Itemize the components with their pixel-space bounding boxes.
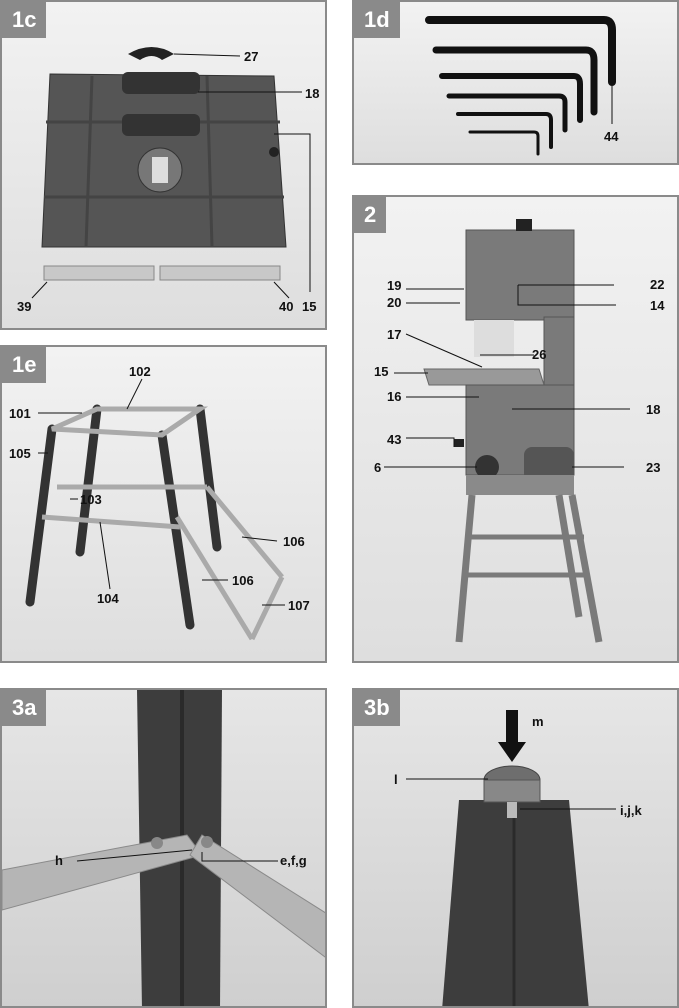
figure-1e: 1e 102 101 105 103 104 106 106 107 <box>0 345 327 663</box>
callout-102: 102 <box>129 364 151 379</box>
figure-1d: 1d 44 <box>352 0 679 165</box>
callout-h: h <box>55 853 63 868</box>
callout-15: 15 <box>302 299 317 314</box>
callout-23: 23 <box>646 460 661 475</box>
callout-18: 18 <box>646 402 661 417</box>
callout-14: 14 <box>650 298 665 313</box>
callout-20: 20 <box>387 295 402 310</box>
callout-103: 103 <box>80 492 102 507</box>
callout-107: 107 <box>288 598 310 613</box>
callout-101: 101 <box>9 406 31 421</box>
callout-6: 6 <box>374 460 382 475</box>
callout-27: 27 <box>244 49 259 64</box>
callout-22: 22 <box>650 277 665 292</box>
callout-ijk: i,j,k <box>620 803 642 818</box>
callout-l: l <box>394 772 398 787</box>
saw-table-illustration <box>31 47 311 299</box>
callout-m: m <box>532 714 544 729</box>
figure-1e-photo <box>2 347 325 661</box>
figure-tag: 3b <box>354 690 400 726</box>
figure-3a: 3a h e,f,g <box>0 688 327 1008</box>
leg-foot-illustration <box>406 710 616 1006</box>
callout-39: 39 <box>17 299 32 314</box>
callout-44: 44 <box>604 129 619 144</box>
leg-joint-illustration <box>2 690 325 1006</box>
callout-104: 104 <box>97 591 119 606</box>
figure-2: 2 19 20 22 14 17 <box>352 195 679 663</box>
callout-16: 16 <box>387 389 402 404</box>
callout-43: 43 <box>387 432 402 447</box>
callout-15: 15 <box>374 364 389 379</box>
callout-40: 40 <box>279 299 294 314</box>
figure-3b: 3b m l i,j,k <box>352 688 679 1008</box>
callout-efg: e,f,g <box>280 853 307 868</box>
callout-106-bottom: 106 <box>232 573 254 588</box>
figure-1c: 1c 27 18 15 39 40 <box>0 0 327 330</box>
hex-keys-illustration <box>425 16 616 156</box>
figure-tag: 1e <box>2 347 47 383</box>
stand-frame-illustration <box>25 378 285 641</box>
figure-1d-photo <box>354 2 677 163</box>
callout-17: 17 <box>387 327 402 342</box>
callout-105: 105 <box>9 446 31 461</box>
figure-tag: 2 <box>354 197 387 233</box>
callout-18: 18 <box>305 86 320 101</box>
callout-106-top: 106 <box>283 534 305 549</box>
figure-tag: 3a <box>2 690 47 726</box>
figure-tag: 1d <box>354 2 400 38</box>
callout-26: 26 <box>532 347 547 362</box>
callout-19: 19 <box>387 278 402 293</box>
band-saw-illustration <box>384 219 630 643</box>
figure-tag: 1c <box>2 2 47 38</box>
